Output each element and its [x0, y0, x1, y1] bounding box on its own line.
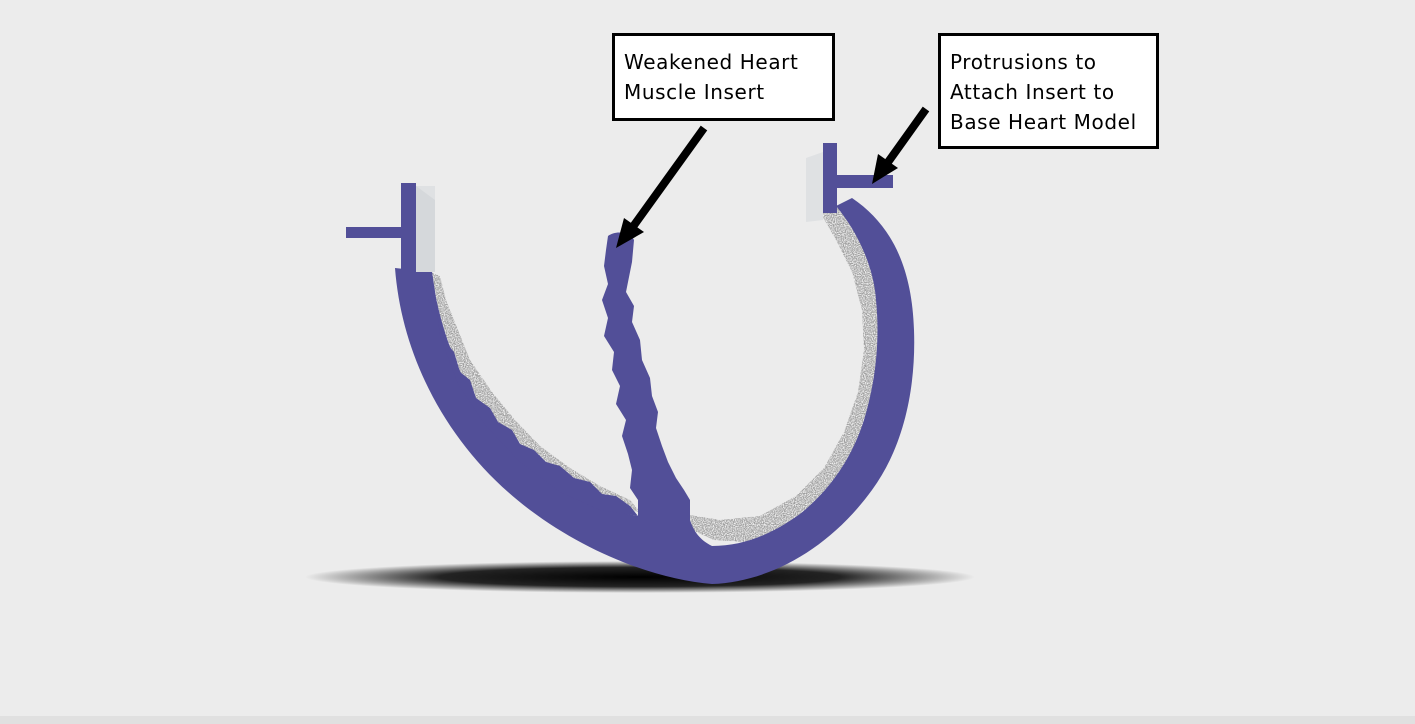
arrow-to-septum-icon [616, 125, 708, 248]
tissue-lining-right [690, 205, 888, 542]
ground-shadow [305, 561, 975, 593]
callout-protrusions-line1: Protrusions to [950, 50, 1097, 74]
arrow-to-protrusion-icon [872, 106, 930, 184]
callout-protrusions: Protrusions to Attach Insert to Base Hea… [938, 33, 1159, 149]
callout-protrusions-line2: Attach Insert to [950, 80, 1115, 104]
insert-inner-edge-left [426, 272, 638, 516]
right-protrusion [806, 143, 893, 222]
callout-protrusions-line3: Base Heart Model [950, 110, 1137, 134]
left-protrusion [346, 183, 435, 272]
septum-wall [602, 232, 690, 520]
bottom-edge-strip [0, 716, 1415, 724]
callout-weakened-muscle: Weakened Heart Muscle Insert [612, 33, 835, 121]
callout-weakened-muscle-line1: Weakened Heart [624, 50, 799, 74]
insert-outer-wall [395, 198, 915, 584]
tissue-lining-left [420, 268, 640, 512]
callout-weakened-muscle-line2: Muscle Insert [624, 80, 765, 104]
